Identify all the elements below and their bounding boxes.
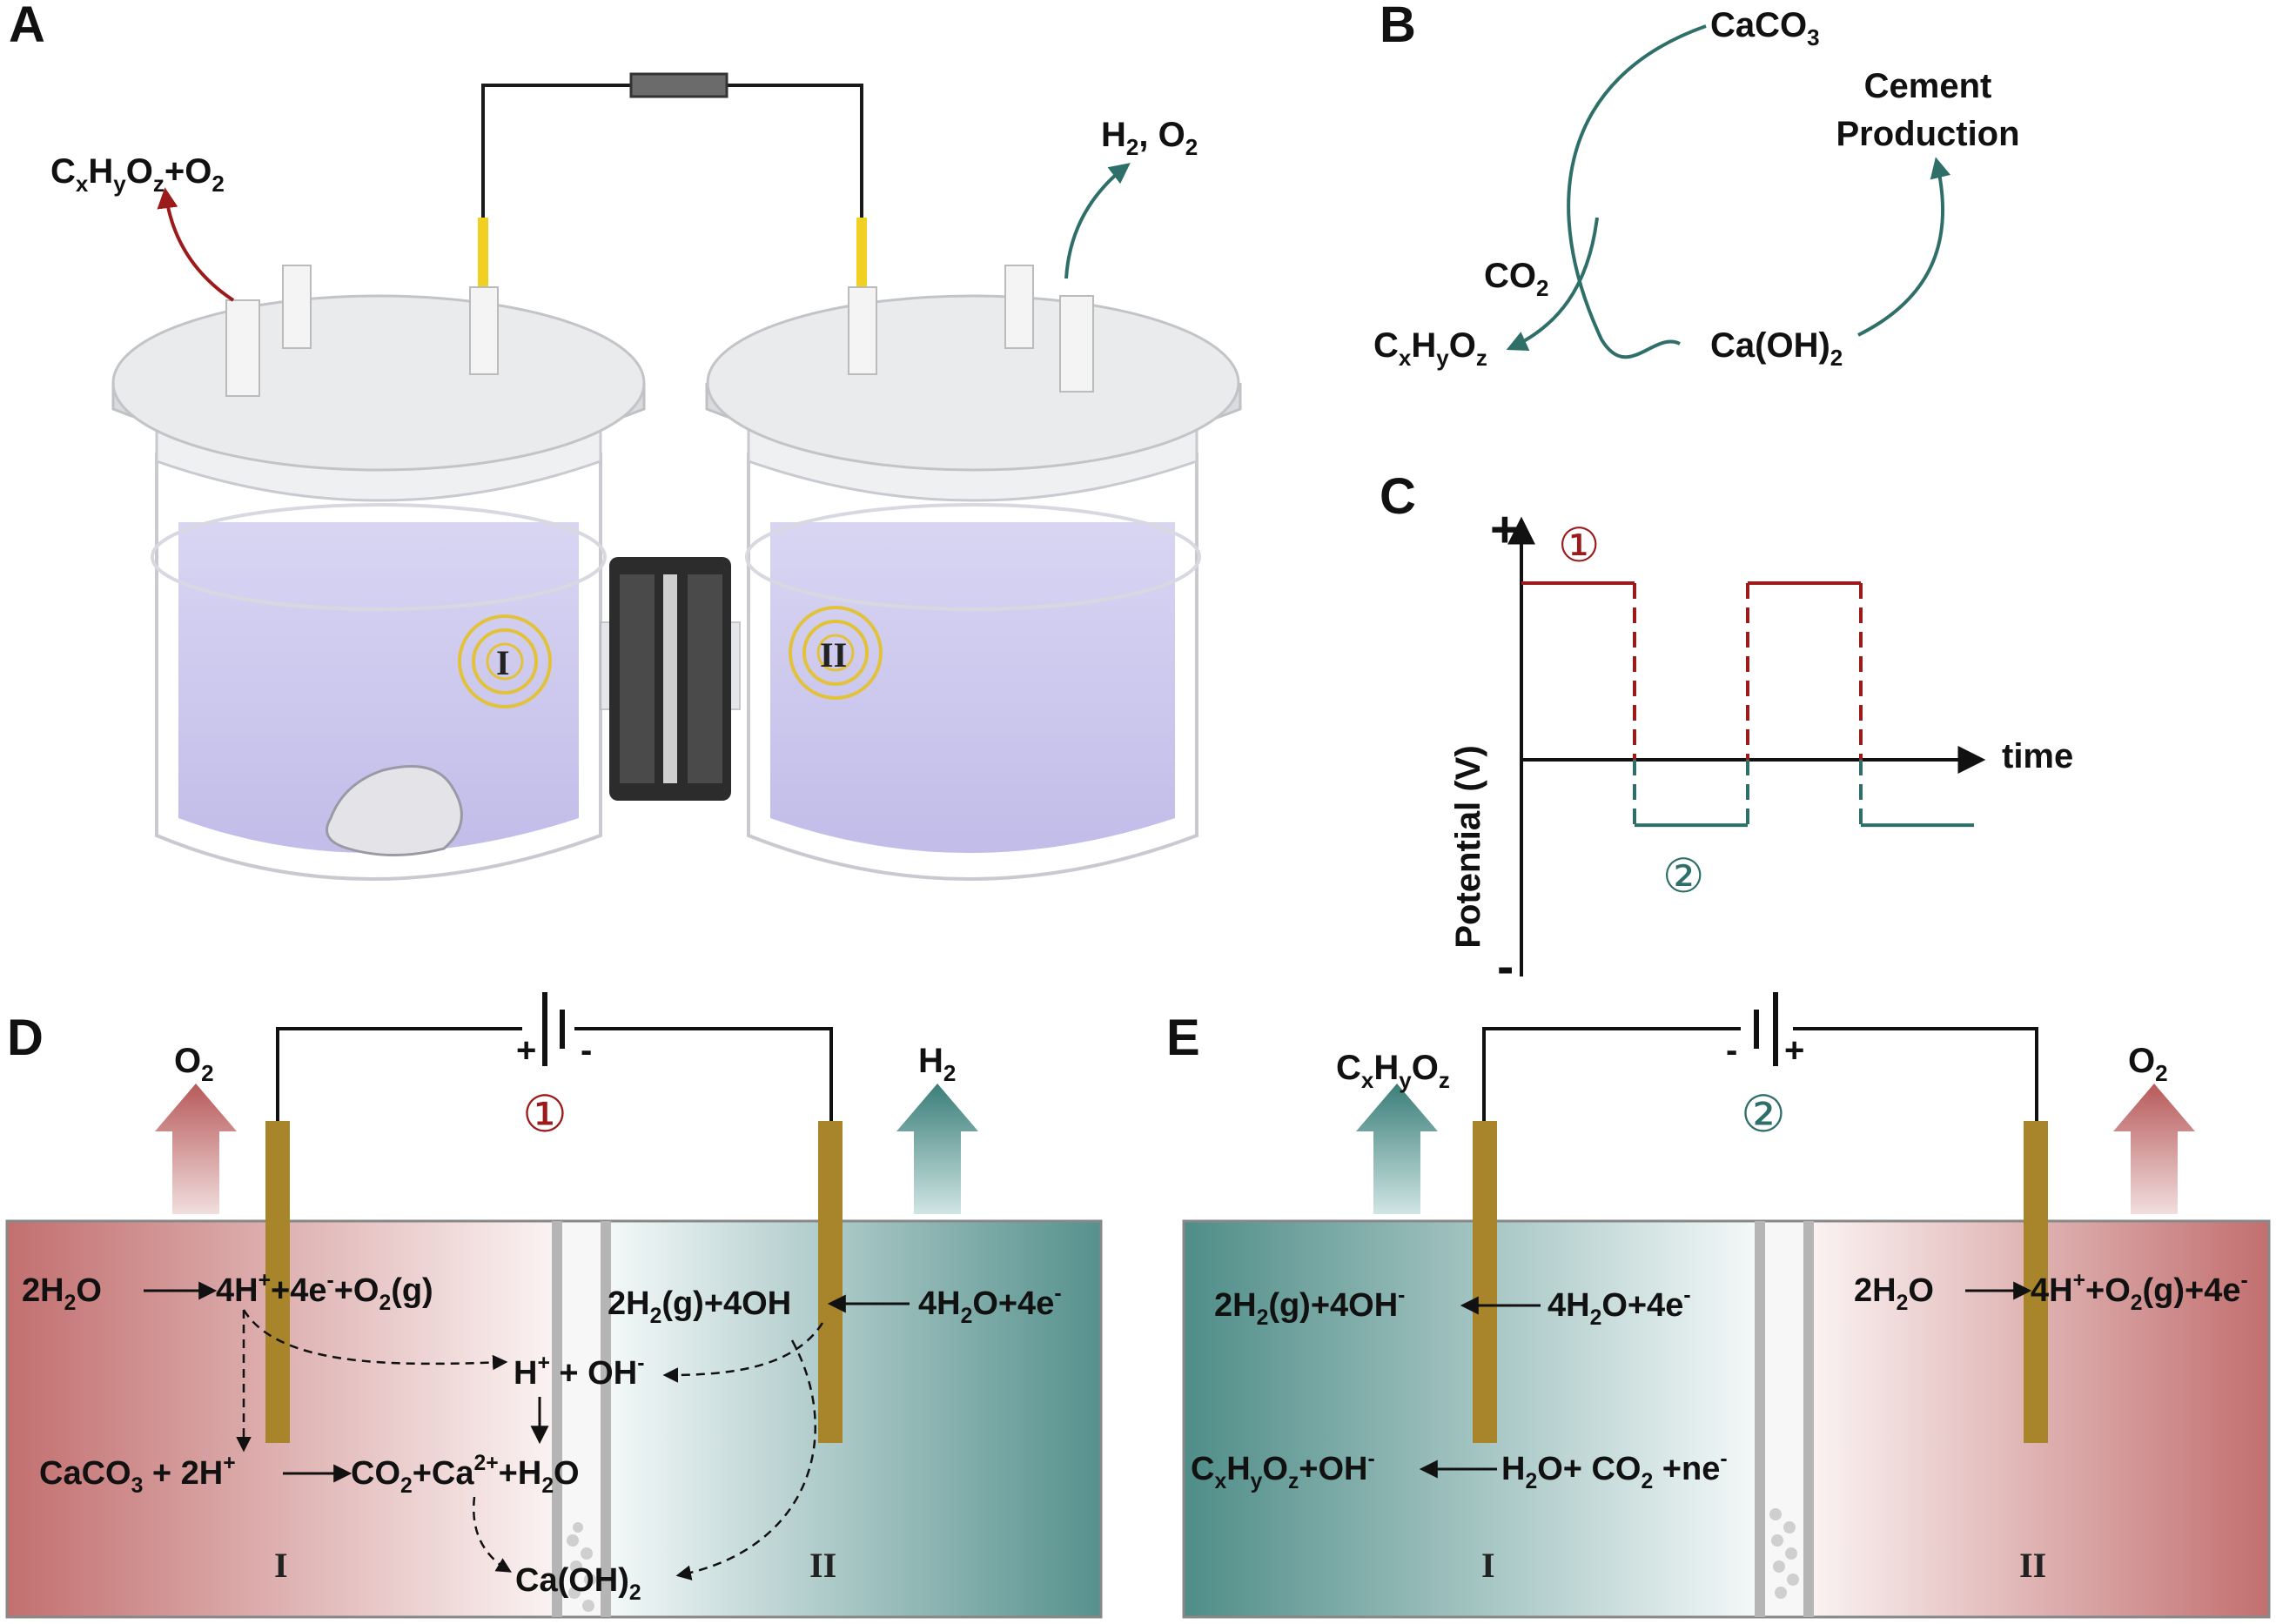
electrode-coil-left [458,614,552,708]
gas-label-right: H2, O2 [1101,116,1198,160]
reaction-carbonate-products: CO2+Ca2++H2O [351,1452,580,1498]
potential-series [1521,581,1974,828]
reactor-left: I [111,265,646,881]
phase-2-marker: ② [1662,850,1704,903]
panel-d: D + - ① O2 H2 2H2O 4H++4e-+O2(g) 2H2(g)+… [5,992,1103,1619]
dashed-pathways [236,1309,824,1580]
membrane-gap [555,1221,608,1617]
cement-label-line1: Cement [1864,67,1992,105]
external-wire [481,84,863,242]
reaction-neutralization: H+ + OH- [514,1352,644,1392]
phase-marker: ① [522,1086,567,1143]
cycle-arc-main [1567,24,1707,359]
panel-b-label: B [1380,0,1416,53]
reaction-water: 2H2O [22,1272,102,1315]
compartment-label-i: I [274,1546,288,1585]
compartment-label-ii: II [2019,1546,2046,1585]
cell-label-right: II [820,635,847,674]
co2-label: CO2 [1484,257,1548,301]
membrane-right-wall [1803,1221,1814,1617]
reaction-anode-products: 4H++O2(g)+4e- [2031,1269,2248,1315]
h2-out-arrow [896,1084,978,1214]
phase-1-marker: ① [1558,520,1600,572]
panel-a: A I [9,0,1242,881]
panel-c-label: C [1380,468,1416,525]
battery-plus: + [1784,1031,1804,1070]
reaction-cathode-products: 2H2(g)+4OH- [1214,1284,1405,1330]
compartment-label-i: I [1481,1546,1495,1585]
reaction-co2-reduction: H2O+ CO2 +ne- [1501,1447,1728,1493]
electrode-ii [818,1121,843,1443]
product-out-arrow [1356,1084,1438,1214]
panel-c: C + - time Potential (V) ① ② [1380,468,2073,995]
h2-label: H2 [918,1042,956,1086]
caco3-solid [326,765,463,856]
reaction-reduction-product: CxHyOz+OH- [1191,1447,1375,1493]
panel-e-label: E [1166,1010,1200,1066]
membrane-right-wall [601,1221,611,1617]
cycle-arrow-to-product [1506,217,1599,351]
membrane-left-wall [552,1221,562,1617]
reactor-right: II [705,265,1242,881]
membrane-holder [600,557,741,801]
product-label: CxHyOz [1336,1049,1450,1093]
gas-label-left: CxHyOz+O2 [50,152,225,197]
o2-label: O2 [174,1042,214,1086]
cathode-compartment [1184,1221,1758,1617]
cell-label-left: I [496,643,510,682]
o2-out-arrow [2113,1084,2195,1214]
electrode-lead-right [856,218,867,287]
reaction-carbonate: CaCO3 + 2H+ [39,1452,236,1498]
y-axis-label: Potential (V) [1449,745,1487,948]
gas-out-arrow-right [1064,163,1131,279]
phase-marker: ② [1741,1086,1786,1143]
electrode-lead-left [478,218,488,287]
battery-minus: - [581,1031,592,1070]
panel-a-label: A [9,0,45,53]
cycle-arrow-to-cement [1857,157,1951,337]
o2-label: O2 [2128,1042,2168,1086]
panel-d-label: D [7,1010,44,1066]
compartment-label-ii: II [809,1546,836,1585]
reaction-cathode-water: 4H2O+4e- [1548,1284,1691,1330]
membrane-particles [567,1522,596,1612]
reaction-cathode-water: 4H2O+4e- [918,1282,1062,1328]
membrane-particles [1769,1508,1799,1599]
axis-plus-label: + [1490,501,1520,558]
axis-minus-label: - [1497,938,1514,995]
battery-minus: - [1726,1031,1737,1070]
reaction-anode-products: 4H++4e-+O2(g) [216,1269,433,1315]
x-axis-label: time [2002,737,2073,775]
membrane-gap [1758,1221,1810,1617]
o2-out-arrow [155,1084,237,1214]
reaction-cathode-products: 2H2(g)+4OH [608,1285,791,1328]
electrode-coil-right [789,606,883,700]
membrane-left-wall [1755,1221,1765,1617]
cathode-compartment [608,1221,1101,1617]
battery-plus: + [516,1031,536,1070]
cement-label-line2: Production [1836,115,2019,153]
caco3-label: CaCO3 [1710,6,1820,50]
reaction-caoh2: Ca(OH)2 [515,1562,641,1605]
reaction-water: 2H2O [1854,1272,1934,1315]
product-label: CxHyOz [1373,326,1487,371]
resistor [629,72,728,98]
gas-out-arrow-left [157,187,235,302]
electrode-i [265,1121,290,1443]
panel-b: B CaCO3 Cement Production CO2 CxHyOz Ca(… [1373,0,2020,371]
electrode-i [1473,1121,1497,1443]
panel-e: E - + ② CxHyOz O2 2H2(g)+4OH- 4H2O+4e- 2… [1166,992,2271,1619]
caoh2-label: Ca(OH)2 [1710,326,1843,371]
